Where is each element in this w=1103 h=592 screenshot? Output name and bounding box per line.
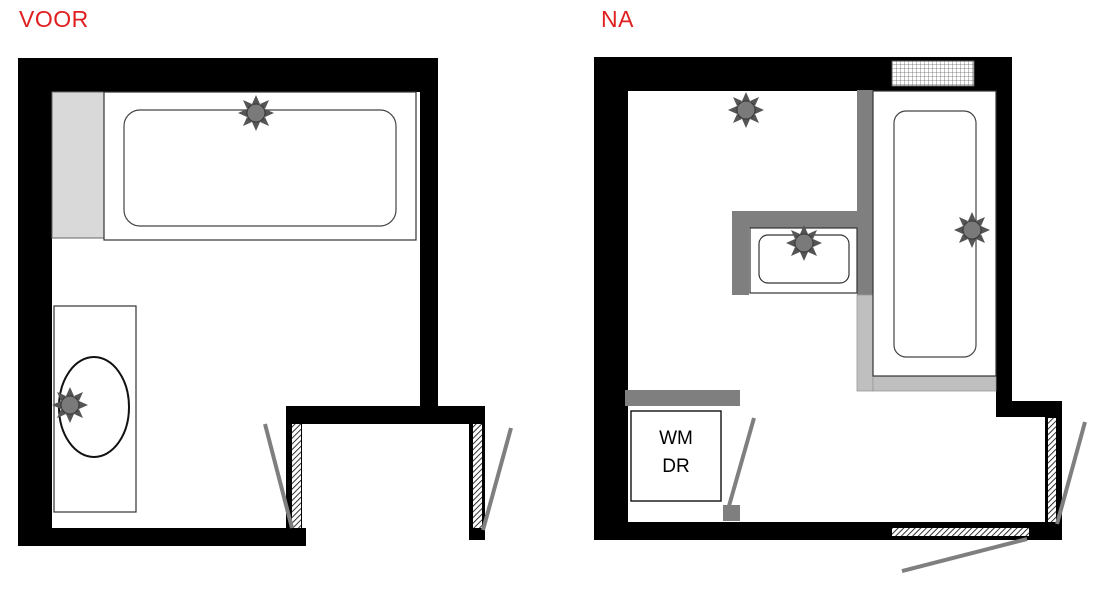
dryer-label: DR <box>662 456 689 477</box>
radiator-icon <box>891 60 975 87</box>
after-wall-right <box>996 57 1012 417</box>
tap-icon <box>51 386 89 424</box>
after-washer-dryer <box>630 410 722 502</box>
before-wall-right <box>420 58 438 418</box>
before-wall-alcove-top <box>286 406 485 424</box>
after-partition-sink-top <box>749 211 857 228</box>
before-plan <box>18 58 513 546</box>
after-partition-vertical <box>857 90 873 295</box>
after-door-jamb-right <box>1048 418 1056 522</box>
after-door-jamb-bottom <box>892 528 1029 536</box>
before-door-jamb-left <box>292 424 301 528</box>
after-title: NA <box>601 6 634 32</box>
tap-icon <box>785 224 823 262</box>
tap-icon <box>727 91 765 129</box>
before-title: VOOR <box>19 6 89 32</box>
after-plan: WM DR <box>594 57 1087 573</box>
before-wall-bottom <box>18 528 306 546</box>
before-bath-ledge <box>51 91 105 239</box>
tap-icon <box>237 94 275 132</box>
after-partition-sink-side <box>732 211 749 295</box>
washer-label: WM <box>659 428 693 449</box>
before-door-jamb-right <box>473 424 482 528</box>
before-wall-left <box>18 58 52 546</box>
after-wall-left <box>594 57 628 540</box>
after-partition-vertical-low <box>856 294 874 392</box>
door-icon <box>727 417 756 507</box>
tap-icon <box>953 211 991 249</box>
door-icon <box>481 427 513 531</box>
before-wall-top <box>18 58 438 92</box>
door-icon <box>263 423 294 529</box>
after-partition-appliance <box>625 390 740 406</box>
after-door-stop <box>723 505 740 521</box>
after-partition-horizontal-low <box>872 375 997 392</box>
door-icon <box>901 537 1028 573</box>
door-icon <box>1055 421 1087 525</box>
before-bathtub-basin <box>123 109 397 227</box>
